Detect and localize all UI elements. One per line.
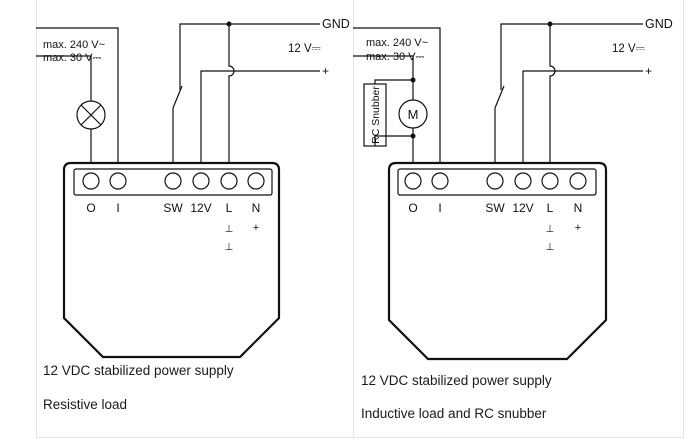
junction-dot bbox=[410, 133, 416, 139]
switch-blade bbox=[172, 85, 183, 109]
ground-mark-1: ⊥ bbox=[225, 224, 234, 235]
caption-load-right: Inductive load and RC snubber bbox=[361, 406, 547, 421]
terminal-label-L: L bbox=[226, 201, 233, 215]
lamp-symbol bbox=[76, 100, 106, 130]
device-body bbox=[387, 161, 608, 361]
terminal-block bbox=[73, 168, 273, 196]
motor-symbol bbox=[398, 99, 428, 129]
max-ac-label: max. 240 V~ bbox=[43, 39, 105, 51]
terminal-L bbox=[220, 172, 238, 190]
terminal-12V bbox=[192, 172, 210, 190]
terminal-label-12V: 12V bbox=[190, 201, 211, 215]
caption-load-left: Resistive load bbox=[43, 397, 128, 412]
max-dc-label: max. 30 V⎓ bbox=[43, 52, 102, 64]
ground-mark-2: ⊥ bbox=[225, 242, 234, 253]
terminal-label-N: N bbox=[252, 201, 261, 215]
terminal-label-I: I bbox=[116, 201, 119, 215]
junction-dot bbox=[226, 21, 232, 27]
switch-blade bbox=[494, 85, 505, 109]
terminal-label-O: O bbox=[408, 201, 417, 215]
terminal-N bbox=[247, 172, 265, 190]
panel-divider bbox=[353, 0, 354, 438]
ground-mark-1: ⊥ bbox=[546, 224, 555, 235]
wire-l bbox=[549, 24, 556, 163]
n-plus-mark: + bbox=[575, 222, 581, 234]
terminal-I bbox=[109, 172, 127, 190]
motor-label: M bbox=[408, 107, 419, 122]
terminal-SW bbox=[486, 172, 504, 190]
terminal-label-SW: SW bbox=[163, 201, 183, 215]
plus-label: + bbox=[322, 64, 329, 78]
wire-ac-top bbox=[36, 27, 119, 163]
wire-12v bbox=[200, 70, 320, 163]
junction-dot bbox=[547, 21, 553, 27]
terminal-label-L: L bbox=[547, 201, 554, 215]
snubber-wire-top bbox=[374, 79, 413, 84]
device-body bbox=[62, 161, 281, 359]
wiring-diagram-inductive: M RC Snubber GND 12 V⎓ + max. 240 V~ max… bbox=[353, 17, 673, 361]
terminal-O bbox=[404, 172, 422, 190]
n-plus-mark: + bbox=[253, 222, 259, 234]
terminal-label-12V: 12V bbox=[512, 201, 533, 215]
terminal-label-SW: SW bbox=[485, 201, 505, 215]
terminal-SW bbox=[164, 172, 182, 190]
ground-mark-2: ⊥ bbox=[546, 242, 555, 253]
supply-label: 12 V⎓ bbox=[612, 43, 646, 55]
terminal-N bbox=[569, 172, 587, 190]
snubber-wire-bottom bbox=[374, 135, 413, 146]
terminal-I bbox=[431, 172, 449, 190]
supply-label: 12 V⎓ bbox=[288, 43, 322, 55]
terminal-block bbox=[397, 168, 597, 196]
junction-dot bbox=[410, 77, 416, 83]
wire-dc bbox=[353, 55, 414, 100]
wire-12v bbox=[522, 70, 643, 163]
plus-label: + bbox=[645, 64, 652, 78]
rc-snubber-label: RC Snubber bbox=[370, 86, 382, 144]
wire-l bbox=[228, 24, 235, 163]
gnd-label: GND bbox=[322, 17, 350, 31]
diagram-frame bbox=[36, 0, 684, 438]
caption-supply-left: 12 VDC stabilized power supply bbox=[43, 363, 234, 378]
wire-ac-top bbox=[353, 27, 441, 163]
gnd-label: GND bbox=[645, 17, 673, 31]
wire-sw-top bbox=[179, 23, 229, 90]
terminal-label-O: O bbox=[86, 201, 95, 215]
terminal-label-I: I bbox=[438, 201, 441, 215]
wiring-diagram-resistive: GND 12 V⎓ + max. 240 V~ max. 30 V⎓ O I S… bbox=[36, 17, 350, 359]
wire-dc bbox=[36, 55, 92, 101]
max-ac-label: max. 240 V~ bbox=[366, 37, 428, 49]
max-dc-label: max. 30 V⎓ bbox=[366, 51, 425, 63]
terminal-O bbox=[82, 172, 100, 190]
caption-supply-right: 12 VDC stabilized power supply bbox=[361, 373, 552, 388]
terminal-L bbox=[541, 172, 559, 190]
wire-sw-top bbox=[500, 23, 550, 90]
terminal-label-N: N bbox=[574, 201, 583, 215]
terminal-12V bbox=[514, 172, 532, 190]
